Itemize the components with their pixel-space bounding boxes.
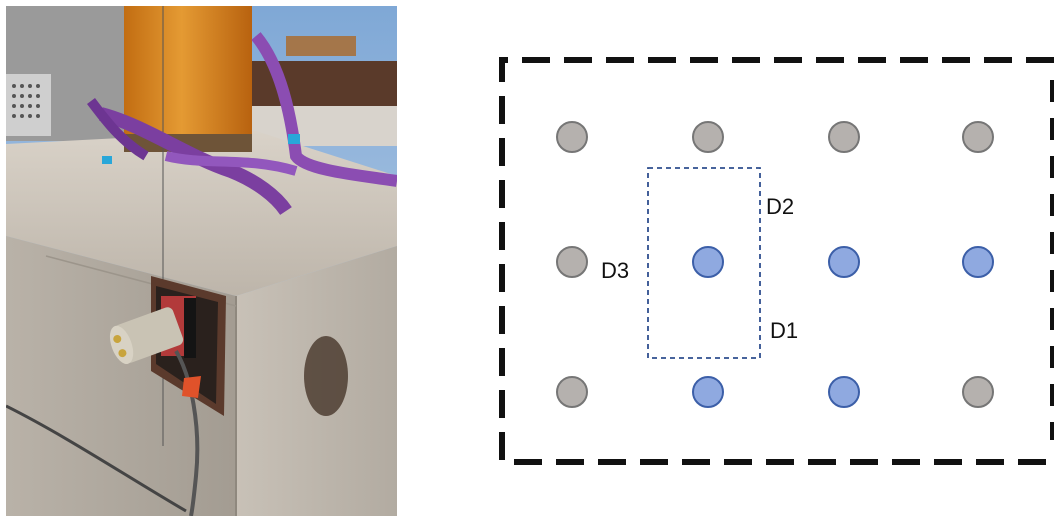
site-photo — [6, 6, 397, 516]
sensor-dot-blue — [692, 246, 724, 278]
label-d2: D2 — [766, 194, 794, 219]
sensor-dot-gray — [828, 121, 860, 153]
sensor-dot-gray — [556, 376, 588, 408]
inner-measurement-box — [647, 167, 761, 359]
sensor-dot-gray — [692, 121, 724, 153]
sensor-dot-gray — [556, 246, 588, 278]
sensor-dot-blue — [828, 376, 860, 408]
sensor-dot-gray — [556, 121, 588, 153]
sensor-dot-blue — [828, 246, 860, 278]
site-photo-illustration — [6, 6, 397, 516]
label-d3: D3 — [601, 258, 629, 283]
sensor-grid — [556, 121, 994, 408]
diagram-canvas: D2 D1 D3 — [499, 57, 1054, 465]
sensor-layout-diagram: D2 D1 D3 — [440, 0, 1054, 518]
label-d1: D1 — [770, 318, 798, 343]
outer-boundary-dashed — [499, 57, 1054, 465]
sensor-dot-blue — [962, 246, 994, 278]
sensor-dot-gray — [962, 121, 994, 153]
sensor-dot-blue — [692, 376, 724, 408]
sensor-dot-gray — [962, 376, 994, 408]
